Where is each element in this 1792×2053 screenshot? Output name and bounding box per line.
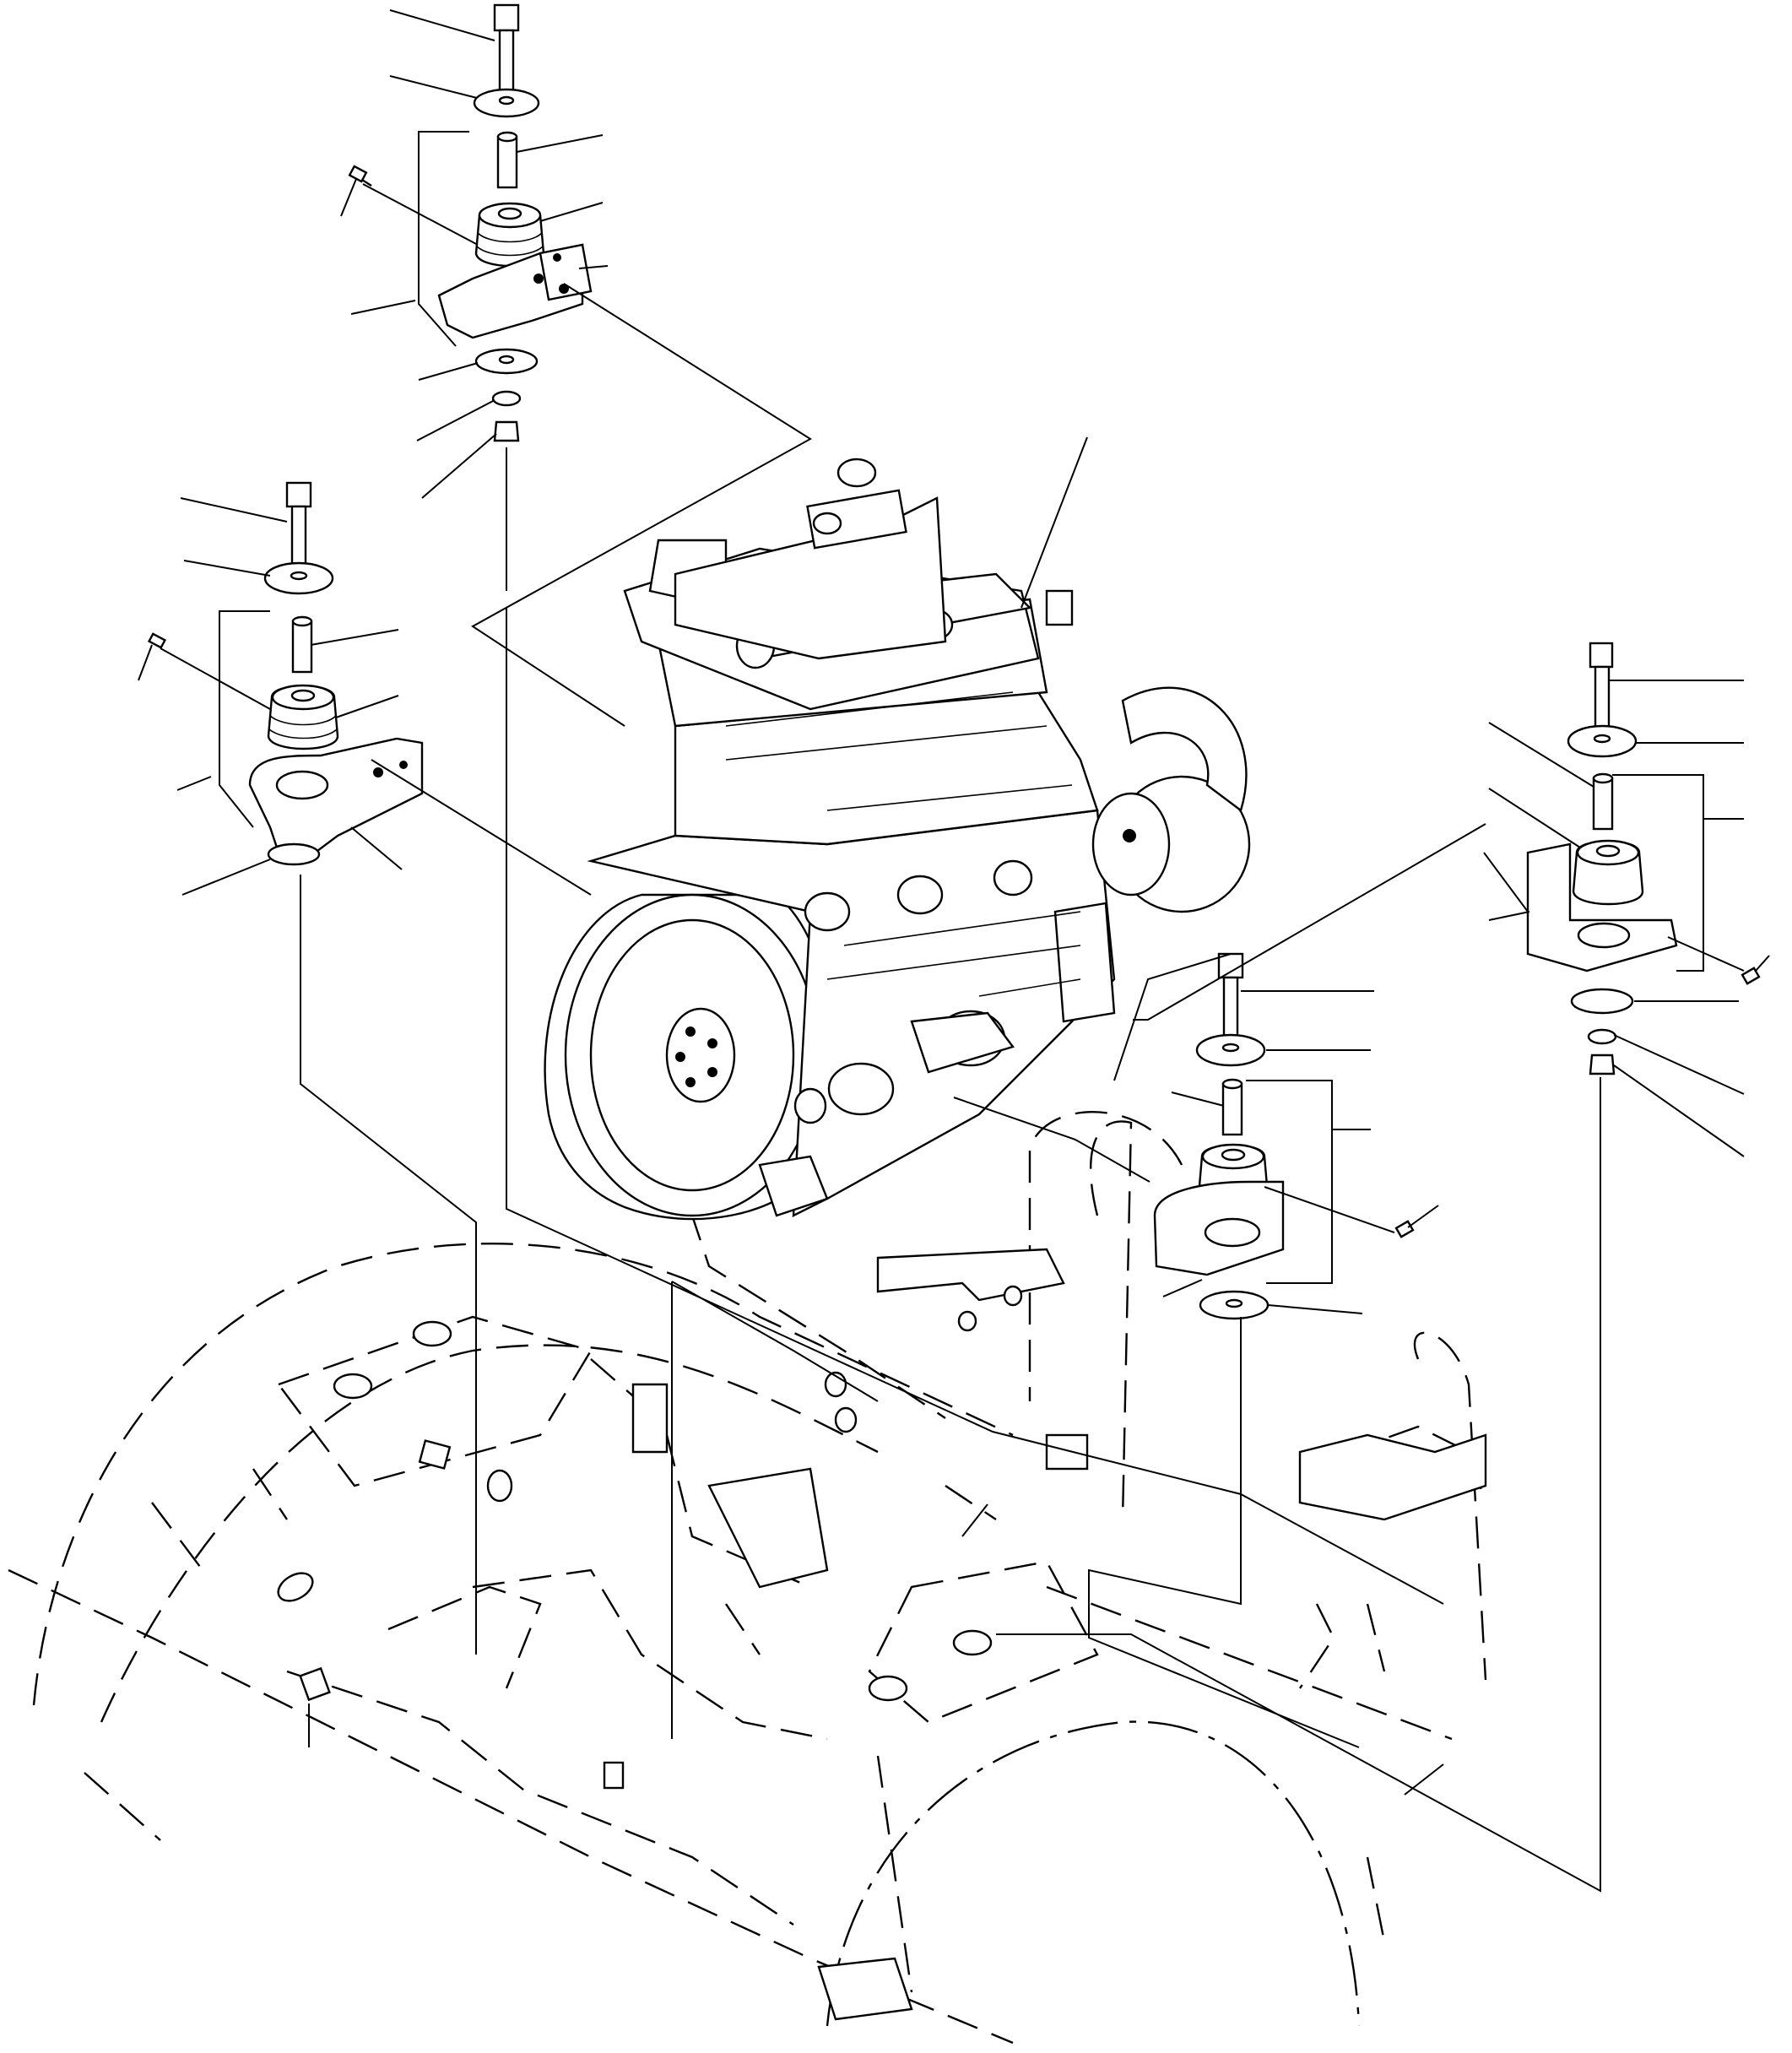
mount-assembly-right <box>1526 642 1761 1075</box>
leader-lines <box>138 9 1770 1893</box>
mount-assembly-center <box>1153 952 1415 1320</box>
mount-assembly-left <box>147 481 424 866</box>
bolt-head-icon <box>493 3 520 32</box>
nut-icon <box>493 420 520 442</box>
mount-assembly-top <box>348 3 593 442</box>
engine-block <box>544 458 1251 1221</box>
chassis-brackets <box>277 1248 1487 2021</box>
sleeve-icon <box>496 135 518 189</box>
